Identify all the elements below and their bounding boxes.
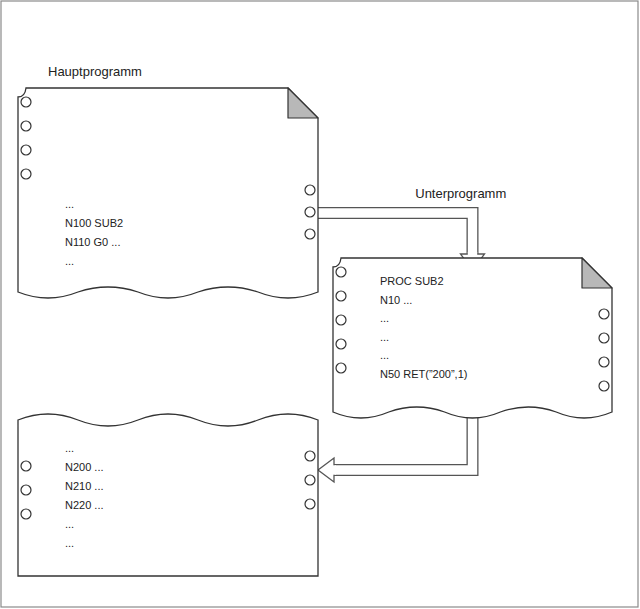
punch-hole <box>21 145 31 155</box>
code-line: ... <box>65 518 74 531</box>
document-shape <box>333 258 612 422</box>
code-line: N50 RET(”200”,1) <box>380 368 467 381</box>
punch-hole <box>21 509 31 519</box>
document-outline <box>18 414 318 576</box>
page-fold <box>582 258 612 288</box>
code-line: ... <box>65 537 74 550</box>
punch-hole <box>21 461 31 471</box>
punch-hole <box>336 291 346 301</box>
arrow-seam <box>333 465 337 474</box>
punch-hole <box>21 169 31 179</box>
code-line: ... <box>65 442 74 455</box>
arrow-label: Unterprogramm <box>413 186 508 201</box>
punch-hole <box>305 207 315 217</box>
code-line: ... <box>65 198 74 211</box>
code-line: N10 ... <box>380 294 412 307</box>
punch-hole <box>305 229 315 239</box>
arrow-shaft-outline <box>334 416 473 470</box>
punch-hole <box>336 315 346 325</box>
hollow-arrow <box>318 416 473 482</box>
code-line: ... <box>380 349 389 362</box>
punch-hole <box>599 333 609 343</box>
arrow-shaft-fill <box>334 416 473 470</box>
punch-hole <box>305 475 315 485</box>
code-line: ... <box>65 255 74 268</box>
punch-hole <box>305 185 315 195</box>
page-fold <box>288 88 318 118</box>
document-shape <box>18 88 318 302</box>
document-outline <box>18 88 318 298</box>
code-line: N110 G0 ... <box>65 236 120 249</box>
program-heading: Hauptprogramm <box>48 64 142 79</box>
code-line: PROC SUB2 <box>380 275 444 288</box>
punch-hole <box>21 121 31 131</box>
punch-hole <box>305 451 315 461</box>
punch-hole <box>305 499 315 509</box>
arrow-seam <box>468 252 477 256</box>
code-line: N220 ... <box>65 499 104 512</box>
code-line: ... <box>380 312 389 325</box>
code-line: N210 ... <box>65 480 104 493</box>
punch-hole <box>599 309 609 319</box>
arrow-shaft-outline <box>314 213 473 254</box>
punch-hole <box>599 381 609 391</box>
program-document: Hauptprogramm...N100 SUB2N110 G0 ...... <box>18 88 318 302</box>
code-line: ... <box>380 331 389 344</box>
program-document: PROC SUB2N10 ............ N50 RET(”200”,1… <box>333 258 612 422</box>
program-document: ... N200 ... N210 ... N220 ......... <box>18 410 318 576</box>
punch-hole <box>336 339 346 349</box>
arrow-head <box>318 458 334 482</box>
punch-hole <box>21 97 31 107</box>
punch-hole <box>21 485 31 495</box>
document-shape <box>18 410 318 576</box>
punch-hole <box>336 363 346 373</box>
punch-hole <box>599 357 609 367</box>
punch-hole <box>336 267 346 277</box>
code-line: N200 ... <box>65 461 104 474</box>
code-line: N100 SUB2 <box>65 217 123 230</box>
arrow-shaft-fill <box>314 213 473 254</box>
document-outline <box>333 258 612 418</box>
